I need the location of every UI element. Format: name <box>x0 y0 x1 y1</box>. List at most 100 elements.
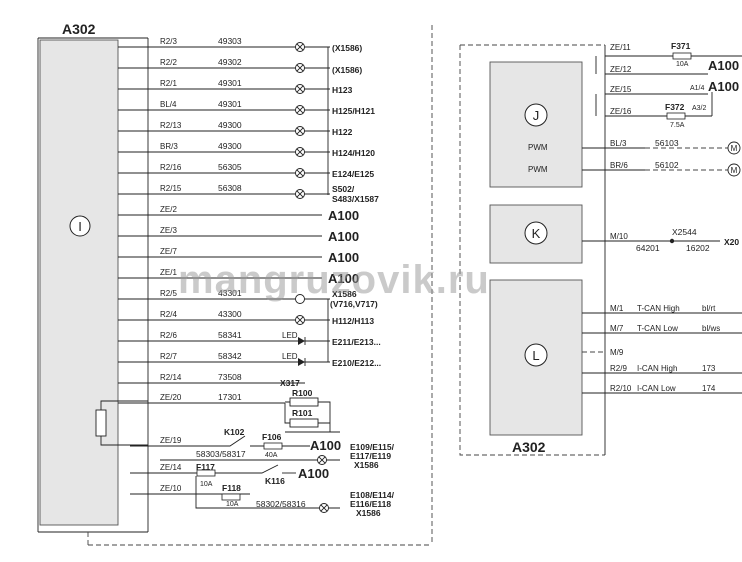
k116-label: K116 <box>265 476 285 486</box>
destination-label: (X1586) <box>332 43 362 53</box>
can-color: bl/ws <box>702 324 720 333</box>
destination-label: A100 <box>328 229 359 244</box>
pin-label: ZE/1 <box>160 268 177 277</box>
pin-label: R2/14 <box>160 373 182 382</box>
fuse-f371-label: F371 <box>671 41 691 51</box>
pwm-wire-1: 56103 <box>655 138 679 148</box>
pin-label: BL/4 <box>160 100 177 109</box>
note-a14: A1/4 <box>690 85 705 92</box>
row-8: ZE/2 A100 <box>118 205 359 223</box>
row-12: R2/5 43301 X1586 (V716,V717) <box>118 288 378 309</box>
right-module-title: A302 <box>512 439 546 455</box>
row-14: R2/6 58341 LED E211/E213... <box>118 330 381 347</box>
row-17: ZE/20 17301 <box>118 392 285 404</box>
wire-number: 49301 <box>218 78 242 88</box>
row-1: R2/2 49302 (X1586) <box>118 57 362 75</box>
led-icon <box>298 358 305 366</box>
a100-label-2: A100 <box>298 466 329 481</box>
pin-label: ZE/7 <box>160 247 177 256</box>
dest-b1: E108/E114/ <box>350 490 395 500</box>
dest-a3: X1586 <box>354 460 379 470</box>
can-label: I-CAN High <box>637 364 677 373</box>
row-3: BL/4 49301 H125/H121 <box>118 99 375 116</box>
resistor-r101-icon <box>289 418 319 428</box>
wire-number: 56308 <box>218 183 242 193</box>
row-15: R2/7 58342 LED E210/E212... <box>118 351 381 368</box>
fuse-f372-icon <box>666 112 686 120</box>
motor-label-1: M <box>731 144 738 153</box>
f106-rating: 40A <box>265 452 278 459</box>
block-j-circle <box>524 103 548 127</box>
a100-label-1: A100 <box>310 438 341 453</box>
led-label: LED <box>282 331 298 340</box>
resistor-label-r100: R100 <box>292 388 313 398</box>
f117-rating: 10A <box>200 481 213 488</box>
can-color: bl/rt <box>702 304 716 313</box>
k-pin: M/10 <box>610 232 628 241</box>
splice-dot <box>669 238 675 244</box>
row-9: ZE/3 A100 <box>118 226 359 244</box>
destination-label: E210/E212... <box>332 358 381 368</box>
pin-label: R2/2 <box>160 58 177 67</box>
pin-label: R2/3 <box>160 37 177 46</box>
pin-ze10: ZE/10 <box>160 484 182 493</box>
destination-label: H124/H120 <box>332 148 375 158</box>
destination-label-2: (V716,V717) <box>330 299 378 309</box>
pin-label: R2/6 <box>160 331 177 340</box>
left-module-body <box>39 39 119 526</box>
left-module-title: A302 <box>62 21 96 37</box>
pwm-pin-2: BR/6 <box>610 161 628 170</box>
destination-label: H112/H113 <box>332 316 374 326</box>
can-pin: R2/10 <box>610 384 632 393</box>
can-line-4: R2/10 I-CAN Low 174 <box>582 384 742 394</box>
block-l-label: L <box>532 348 539 363</box>
pin-ze19: ZE/19 <box>160 436 182 445</box>
pin-label: R2/7 <box>160 352 177 361</box>
destination-label: A100 <box>328 250 359 265</box>
pwm-label-1: PWM <box>528 143 548 152</box>
k116-switch <box>130 464 279 474</box>
can-label: T-CAN Low <box>637 324 678 333</box>
k-connector: X2544 <box>672 227 697 237</box>
dest-a1: E109/E115/ <box>350 442 395 452</box>
destination-label-2: S483/X1587 <box>332 194 379 204</box>
block-k-label: K <box>532 226 541 241</box>
can-color: 173 <box>702 364 716 373</box>
pin-label: R2/16 <box>160 163 182 172</box>
watermark-text: mangruzovik.ru <box>178 258 490 302</box>
row-6: R2/16 56305 E124/E125 <box>118 162 374 179</box>
k-wire-a: 64201 <box>636 243 660 253</box>
dest-a2: E117/E119 <box>350 451 391 461</box>
external-resistor <box>95 400 148 446</box>
destination-label: A100 <box>328 208 359 223</box>
f118-rating: 10A <box>226 501 239 508</box>
can-line-3: R2/9 I-CAN High 173 <box>582 364 742 374</box>
external-resistor-icon <box>95 409 107 437</box>
wire-number: 17301 <box>218 392 242 402</box>
destination-label: A100 <box>328 271 359 286</box>
dest-b2: E116/E118 <box>350 499 391 509</box>
right-module-outline <box>459 45 605 456</box>
wire-number: 58341 <box>218 330 242 340</box>
resistor-label-r101: R101 <box>292 408 313 418</box>
row-10: ZE/7 A100 <box>118 247 359 265</box>
f118-label: F118 <box>222 483 241 493</box>
row-5: BR/3 49300 H124/H120 <box>118 141 375 158</box>
pin-label: ZE/2 <box>160 205 177 214</box>
pin-label: ZE/20 <box>160 393 182 402</box>
fuse-f118-icon <box>221 493 241 501</box>
can-label: T-CAN High <box>637 304 680 313</box>
right-module: A302 J K L ZE/11 F371 10A ZE/12 A100 ZE/… <box>459 41 742 456</box>
fuse-f371-rating: 10A <box>676 61 689 68</box>
can-pin: M/1 <box>610 304 624 313</box>
wire-number: 56305 <box>218 162 242 172</box>
pin-label: R2/15 <box>160 184 182 193</box>
fuse-f372-rating: 7.5A <box>670 122 685 129</box>
note-a32: A3/2 <box>692 105 707 112</box>
can-label: I-CAN Low <box>637 384 676 393</box>
row-16: R2/14 73508 X317 <box>118 372 305 388</box>
a100-right-2: A100 <box>708 79 739 94</box>
destination-label: H123 <box>332 85 353 95</box>
destination-label: X1586 <box>332 289 357 299</box>
